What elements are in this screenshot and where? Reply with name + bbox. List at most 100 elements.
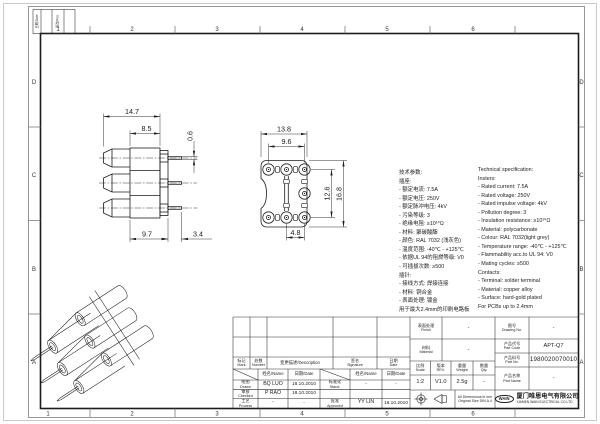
- zone-row-label: A: [579, 360, 583, 366]
- spec-line-zh: - 依据UL 94的阻燃等级: V0: [399, 255, 464, 262]
- tb-sub-name2: 姓名/Name: [355, 371, 377, 377]
- dim-top-pitch-width: 9.6: [282, 137, 292, 146]
- spec-line-en: - Flammability acc.to UL 94: V0: [478, 252, 553, 259]
- tb-part-no-value: 1980020070010: [529, 355, 578, 363]
- zone-row-label: C: [32, 173, 37, 179]
- zone-row-label: A: [32, 360, 36, 366]
- dim-top-pitch-height: 12.6: [322, 187, 331, 201]
- zone-col-label: 2: [130, 27, 134, 33]
- tb-sub-name: 姓名/Name: [262, 371, 284, 377]
- zone-col-label: 5: [385, 412, 389, 418]
- zone-row-label: B: [32, 267, 36, 273]
- dim-side-body-depth: 9.7: [142, 230, 152, 239]
- spec-line-zh: - 额定脉冲电压: 4kV: [399, 204, 447, 211]
- tb-part-name-value: -: [552, 375, 555, 382]
- corner-revision-table: 日期/Date 更改/Rev: [32, 9, 76, 34]
- spec-line-en: - Insulation resistance: ≥10¹⁰Ω: [478, 218, 551, 225]
- zone-col-label: 3: [215, 412, 219, 418]
- spec-line-en: - Material: polycarbonate: [478, 226, 538, 233]
- spec-chinese-column: 技术参数:插座:- 额定电流: 7.5A- 额定电压: 250V- 额定脉冲电压…: [399, 169, 479, 314]
- tb-rev-value: V1.0: [434, 379, 447, 386]
- side-view: 14.7 8.5 0.6 9.7 3.4: [99, 107, 212, 242]
- tb-process-name: -: [272, 399, 274, 406]
- dim-side-body-width: 8.5: [142, 124, 152, 133]
- dim-side-overall-width: 14.7: [125, 107, 139, 116]
- spec-line-en: - Rated voltage: 250V: [478, 192, 531, 199]
- spec-line-zh: - 污染等级: 3: [399, 212, 430, 219]
- tb-scale-value: 1:2: [416, 379, 425, 386]
- projection-symbol-icon: [414, 392, 447, 406]
- tb-sub-date: 日期/Date: [294, 371, 314, 377]
- dim-side-pin-thickness: 0.6: [185, 131, 194, 141]
- tb-process-date: -: [303, 400, 305, 406]
- spec-line-en: - Terminal: solder terminal: [478, 278, 540, 285]
- sheet-frame: 1 2 3 4 5 6 1 2 3 4 5 6 D C B A D C B A: [3, 3, 597, 421]
- dim-side-pin-length: 3.4: [193, 230, 203, 239]
- spec-line-zh: - 表面处理: 镀金: [399, 298, 438, 305]
- zone-col-label: 4: [300, 27, 304, 33]
- spec-line-zh: - 绝缘电阻: ≥10¹⁰Ω: [399, 221, 444, 228]
- company-name-zh: 厦门唯恩电气有限公司: [516, 392, 578, 400]
- spec-line-zh: - 可插拔次数: ≥500: [399, 264, 445, 271]
- spec-line-zh: - 额定电压: 250V: [399, 195, 440, 202]
- spec-line-zh: 用于最大2.4mm的印刷电路板: [399, 306, 470, 313]
- tb-stand-name: -: [365, 380, 367, 387]
- zone-col-label: 5: [385, 27, 389, 33]
- spec-line-zh: - 温度范围: -40℃ - +125℃: [399, 246, 464, 253]
- dim-top-overall-height: 16.8: [334, 187, 343, 201]
- spec-line-en: - Mating cycles: ≥500: [478, 261, 529, 268]
- spec-line-en: - Material: copper alloy: [478, 286, 533, 293]
- tb-finish-value: -: [467, 324, 470, 331]
- isometric-view: [30, 285, 154, 402]
- spec-line-zh: 技术参数:: [399, 170, 423, 176]
- spec-line-zh: - 额定电流: 7.5A: [399, 187, 438, 194]
- zone-col-label: 3: [215, 27, 219, 33]
- spec-line-en: - Pollution degree: 3: [478, 209, 527, 216]
- top-view: 13.8 9.6 12.6 16.8 4.8: [260, 125, 347, 241]
- wain-logo: WAIN: [495, 394, 514, 404]
- dim-top-overall-width: 13.8: [277, 125, 291, 134]
- company-name-en: XIAMEN WAIN ELECTRICAL CO.LTD: [516, 399, 573, 404]
- title-block-grid: [232, 316, 578, 408]
- tb-header-description: 变更描述/Description: [280, 359, 320, 365]
- side-view-dimensions: [103, 113, 212, 242]
- tb-drawn-name: BQ LUO: [263, 380, 283, 387]
- spec-line-en: - Rated current: 7.5A: [478, 184, 529, 191]
- tb-drawing-no-value: -: [552, 324, 555, 331]
- tb-approved-date: 18.10.2010: [383, 400, 408, 406]
- spec-line-en: - Rated impulse voltage: 4kV: [478, 201, 547, 208]
- spec-line-en: For PCBs up to 2.4mm: [478, 303, 533, 310]
- dim-top-pitch-small: 4.8: [291, 228, 301, 237]
- tb-sub-date2: 日期/Date: [386, 371, 406, 377]
- tb-checked-date: 18.10.2010: [291, 391, 316, 397]
- zone-row-label: B: [579, 267, 583, 273]
- spec-line-zh: - 接线方式: 焊接连接: [399, 281, 449, 288]
- spec-line-zh: 插针:: [399, 272, 412, 279]
- spec-line-zh: - 材料: 聚碳酸酯: [399, 229, 438, 236]
- zone-col-label: 1: [46, 412, 50, 418]
- corner-cell-rev: 更改/Rev: [55, 15, 60, 28]
- spec-english-column: Technical specification:Insters:- Rated …: [478, 166, 596, 311]
- spec-line-zh: - 材料: 铜合金: [399, 289, 433, 296]
- zone-row-label: C: [579, 173, 584, 179]
- spec-line-en: - Colour: RAL 7032(light grey): [478, 235, 550, 242]
- zone-col-label: 6: [471, 27, 475, 33]
- tb-company-cell: WAIN 厦门唯恩电气有限公司 XIAMEN WAIN ELECTRICAL C…: [495, 390, 578, 408]
- spec-line-en: Insters:: [478, 175, 496, 182]
- tb-stand-date: -: [395, 381, 397, 387]
